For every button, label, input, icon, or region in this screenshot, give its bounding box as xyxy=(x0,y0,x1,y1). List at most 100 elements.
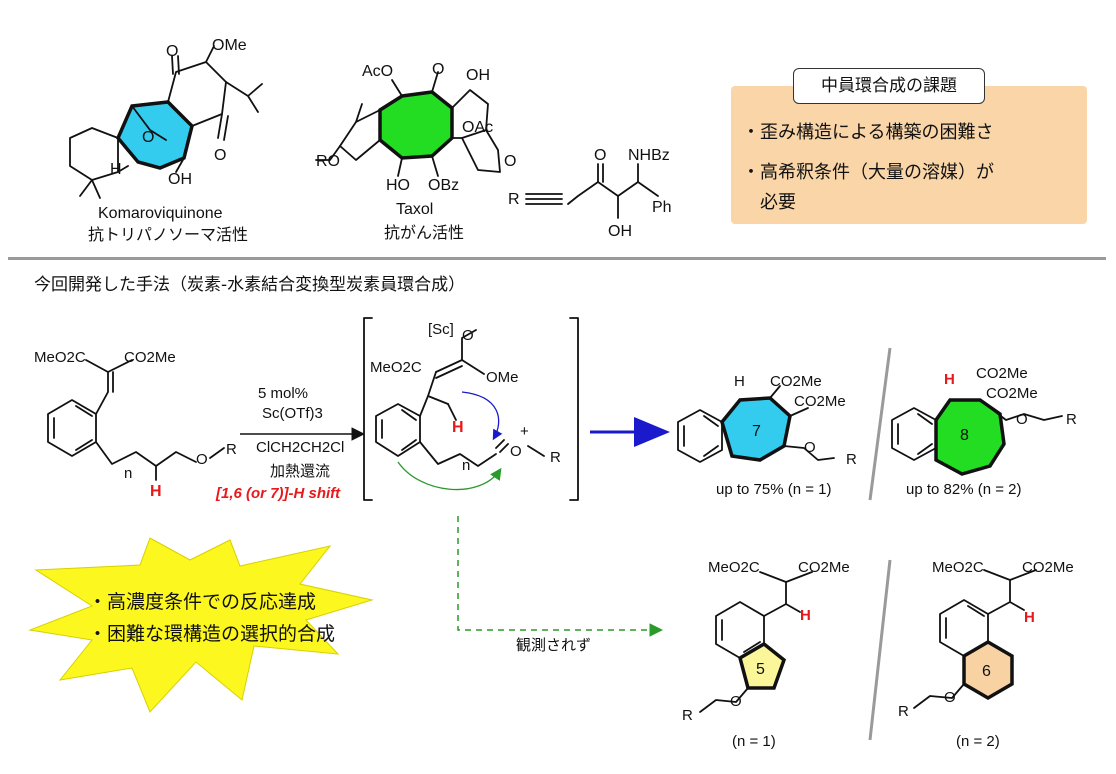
substrate-left-ester: MeO2C xyxy=(34,349,86,366)
taxol-oac: OAc xyxy=(462,119,493,136)
taxol-ro: RO xyxy=(316,153,340,170)
conditions-solvent: ClCH2CH2Cl xyxy=(256,439,344,456)
issues-title: 中員環合成の課題 xyxy=(793,68,985,104)
product-7-ester1: CO2Me xyxy=(770,373,822,390)
intermediate-o-top: O xyxy=(462,327,474,344)
intermediate-structure: [Sc] O MeO2C OMe H n O + R xyxy=(363,317,579,501)
komaroviquinone-structure: O OMe O O H OH Komaroviquinone 抗トリパノソーマ活… xyxy=(69,37,263,244)
intermediate-h: H xyxy=(452,419,464,436)
unobserved-5-ring xyxy=(737,641,787,690)
unobserved-6-structure: 6 MeO2C CO2Me H O R (n = 2) xyxy=(898,559,1074,750)
substrate-h: H xyxy=(150,483,162,500)
product-8-ester2: CO2Me xyxy=(986,385,1038,402)
intermediate-o-plus: O xyxy=(510,443,522,460)
unobserved-6-o: O xyxy=(944,689,956,706)
unobserved-5-n-label: (n = 1) xyxy=(732,733,776,750)
product-separator-1 xyxy=(868,347,892,501)
komaroviquinone-bridge-o: O xyxy=(142,129,154,146)
issue-item-2: ・高希釈条件（大量の溶媒）が xyxy=(742,162,994,183)
substrate-r: R xyxy=(226,441,237,458)
side-chain-r: R xyxy=(508,191,520,208)
not-observed-label: 観測されず xyxy=(516,636,591,654)
intermediate-sc: [Sc] xyxy=(428,321,454,338)
taxol-aco: AcO xyxy=(362,63,393,80)
unobserved-5-structure: 5 MeO2C CO2Me H O R (n = 1) xyxy=(682,559,850,750)
komaroviquinone-oh: OH xyxy=(168,171,192,188)
side-chain-o: O xyxy=(594,147,606,164)
product-8-ester1: CO2Me xyxy=(976,365,1028,382)
highlight-2: ・困難な環構造の選択的合成 xyxy=(88,623,335,645)
product-7-ester2: CO2Me xyxy=(794,393,846,410)
product-8-structure: 8 H CO2Me CO2Me O R up to 82% (n = 2) xyxy=(891,365,1077,498)
unobserved-5-ring-number: 5 xyxy=(756,661,765,678)
section-title: 今回開発した手法（炭素-水素結合変換型炭素員環合成） xyxy=(34,275,466,295)
unobserved-6-n-label: (n = 2) xyxy=(956,733,1000,750)
cyclization-arrow xyxy=(397,461,502,491)
unobserved-6-right-ester: CO2Me xyxy=(1022,559,1074,576)
side-chain-structure: R O NHBz Ph OH xyxy=(508,147,672,240)
komaroviquinone-keto-o1: O xyxy=(166,43,178,60)
product-7-yield: up to 75% (n = 1) xyxy=(716,481,832,498)
taxol-obz: OBz xyxy=(428,177,459,194)
taxol-name: Taxol xyxy=(396,201,433,218)
side-chain-oh: OH xyxy=(608,223,632,240)
intermediate-ome: OMe xyxy=(486,369,519,386)
conditions: 5 mol% Sc(OTf)3 ClCH2CH2Cl 加熱還流 [1,6 (or… xyxy=(215,385,365,502)
unobserved-6-r: R xyxy=(898,703,909,720)
product-8-ring-number: 8 xyxy=(960,427,969,444)
taxol-structure: AcO O OH OAc O RO HO OBz Taxol 抗がん活性 xyxy=(315,61,516,242)
product-7-o: O xyxy=(804,439,816,456)
product-7-ring xyxy=(720,396,792,462)
product-7-h: H xyxy=(734,373,745,390)
substrate-right-ester: CO2Me xyxy=(124,349,176,366)
taxol-keto-o: O xyxy=(432,61,444,78)
unobserved-6-ring-number: 6 xyxy=(982,663,991,680)
taxol-eight-ring xyxy=(378,90,454,160)
unobserved-6-left-ester: MeO2C xyxy=(932,559,984,576)
product-8-o: O xyxy=(1016,411,1028,428)
conditions-reagent: Sc(OTf)3 xyxy=(262,405,323,422)
conditions-shift: [1,6 (or 7)]-H shift xyxy=(215,485,341,502)
not-observed-arrow xyxy=(457,516,663,637)
intermediate-r: R xyxy=(550,449,561,466)
substrate-o: O xyxy=(196,451,208,468)
product-7-structure: 7 H CO2Me CO2Me O R up to 75% (n = 1) xyxy=(677,373,857,498)
substrate-structure: MeO2C CO2Me n O R H xyxy=(34,349,237,500)
highlight-1: ・高濃度条件での反応達成 xyxy=(88,591,316,613)
substrate-n: n xyxy=(124,465,132,482)
product-7-r: R xyxy=(846,451,857,468)
komaroviquinone-h: H xyxy=(110,161,122,178)
komaroviquinone-seven-ring xyxy=(115,100,194,170)
taxol-ho: HO xyxy=(386,177,410,194)
section-divider xyxy=(8,257,1106,260)
issue-item-3: 必要 xyxy=(760,192,796,213)
product-8-h: H xyxy=(944,371,955,388)
unobserved-5-r: R xyxy=(682,707,693,724)
product-8-yield: up to 82% (n = 2) xyxy=(906,481,1022,498)
komaroviquinone-ome: OMe xyxy=(212,37,247,54)
komaroviquinone-name: Komaroviquinone xyxy=(98,205,223,222)
taxol-ring-o: O xyxy=(504,153,516,170)
intermediate-n: n xyxy=(462,457,470,474)
highlight-star: ・高濃度条件での反応達成 ・困難な環構造の選択的合成 xyxy=(28,537,374,713)
product-7-ring-number: 7 xyxy=(752,423,761,440)
conditions-heat: 加熱還流 xyxy=(270,462,330,480)
taxol-oh-top: OH xyxy=(466,67,490,84)
side-chain-ph: Ph xyxy=(652,199,672,216)
unobserved-5-o: O xyxy=(730,693,742,710)
issue-item-1: ・歪み構造による構築の困難さ xyxy=(742,122,994,143)
unobserved-6-h: H xyxy=(1024,609,1035,626)
intermediate-ester: MeO2C xyxy=(370,359,422,376)
komaroviquinone-activity: 抗トリパノソーマ活性 xyxy=(88,225,248,244)
issues-box xyxy=(731,86,1087,224)
product-separator-2 xyxy=(868,559,892,741)
komaroviquinone-keto-o2: O xyxy=(214,147,226,164)
hydride-shift-arrow xyxy=(461,391,503,441)
product-8-ring xyxy=(934,398,1006,476)
unobserved-5-h: H xyxy=(800,607,811,624)
side-chain-nhbz: NHBz xyxy=(628,147,670,164)
product-8-r: R xyxy=(1066,411,1077,428)
taxol-activity: 抗がん活性 xyxy=(384,223,464,242)
intermediate-plus: + xyxy=(520,423,529,440)
